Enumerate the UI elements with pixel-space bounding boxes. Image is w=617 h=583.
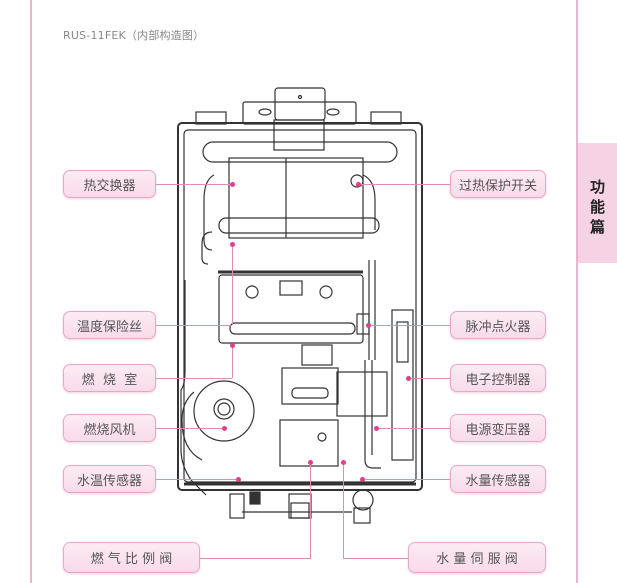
label-thermal-fuse: 温度保险丝 xyxy=(63,311,156,339)
label-water-flow-sensor: 水量传感器 xyxy=(450,465,546,493)
label-water-temp-sensor: 水温传感器 xyxy=(63,465,156,493)
leader-power-transformer xyxy=(376,428,450,429)
label-combustion-chamber: 燃 烧 室 xyxy=(63,364,156,392)
leader-gas-proportional-valve xyxy=(200,558,310,559)
label-pulse-igniter: 脉冲点火器 xyxy=(450,311,546,339)
leader-thermal-fuse xyxy=(156,325,232,326)
leader-water-flow-sensor xyxy=(362,479,450,480)
leader-combustion-chamber-v xyxy=(232,345,233,378)
label-overheat-switch: 过热保护开关 xyxy=(450,170,546,198)
controller-shape xyxy=(336,309,414,469)
leader-electronic-controller xyxy=(408,378,450,379)
point-water-servo-valve xyxy=(341,460,346,465)
leader-gas-proportional-valve-v xyxy=(310,462,311,559)
point-power-transformer xyxy=(374,426,379,431)
section-tab-char: 篇 xyxy=(589,218,605,236)
leader-combustion-chamber xyxy=(156,378,232,379)
point-overheat-switch xyxy=(356,182,361,187)
combustion-fan-shape xyxy=(180,280,255,496)
leader-water-temp-sensor xyxy=(156,479,238,480)
leader-water-servo-valve xyxy=(343,558,408,559)
top-brackets xyxy=(195,87,402,151)
point-water-flow-sensor xyxy=(360,477,365,482)
section-tab-char: 能 xyxy=(589,198,605,216)
label-water-servo-valve: 水 量 伺 服 阀 xyxy=(408,542,546,573)
section-tab-char: 功 xyxy=(589,178,605,196)
point-combustion-fan xyxy=(222,426,227,431)
point-thermal-fuse xyxy=(230,242,235,247)
point-combustion-chamber xyxy=(230,343,235,348)
label-gas-proportional-valve: 燃 气 比 例 阀 xyxy=(63,542,200,573)
bottom-connectors xyxy=(229,489,374,524)
leader-thermal-fuse-v xyxy=(232,244,233,325)
leader-heat-exchanger xyxy=(156,184,232,185)
leader-pulse-igniter xyxy=(368,325,450,326)
point-electronic-controller xyxy=(406,376,411,381)
page-border-left xyxy=(30,0,32,583)
point-pulse-igniter xyxy=(366,323,371,328)
diagram-title: RUS-11FEK（内部构造图） xyxy=(63,29,205,42)
section-tab-functions[interactable]: 功 能 篇 xyxy=(578,143,617,263)
gas-valve-shape xyxy=(279,344,339,467)
point-water-temp-sensor xyxy=(236,477,241,482)
label-combustion-fan: 燃烧风机 xyxy=(63,414,156,442)
label-electronic-controller: 电子控制器 xyxy=(450,364,546,392)
page-border-right xyxy=(576,0,578,583)
point-heat-exchanger xyxy=(230,182,235,187)
leader-water-servo-valve-v xyxy=(343,462,344,559)
leader-overheat-switch xyxy=(358,184,450,185)
label-power-transformer: 电源变压器 xyxy=(450,414,546,442)
leader-combustion-fan xyxy=(156,428,226,429)
label-heat-exchanger: 热交换器 xyxy=(63,170,156,198)
point-gas-proportional-valve xyxy=(308,460,313,465)
burner-plate xyxy=(218,260,376,360)
heat-exchanger-shape xyxy=(201,141,398,265)
